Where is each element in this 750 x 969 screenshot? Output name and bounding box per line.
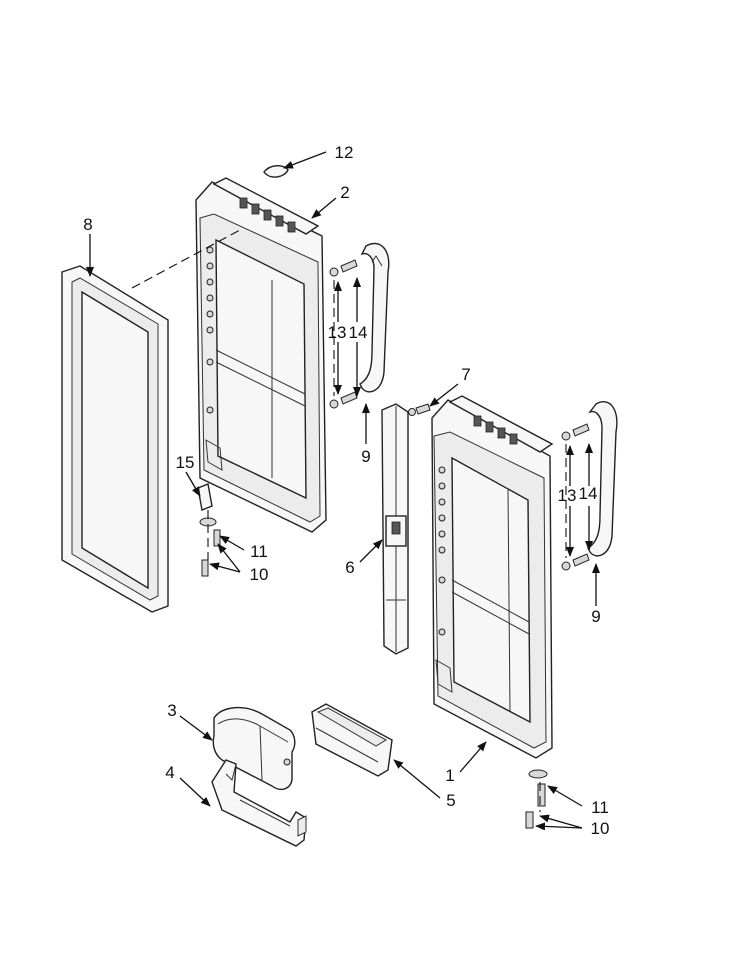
callout-5: 5 bbox=[446, 791, 455, 810]
top-cap bbox=[263, 165, 289, 178]
callout-13-left: 13 bbox=[328, 323, 347, 342]
callout-9-right: 9 bbox=[591, 607, 600, 626]
callout-1: 1 bbox=[445, 766, 454, 785]
alignment-lines bbox=[131, 229, 567, 812]
callout-6: 6 bbox=[345, 558, 354, 577]
bin-bracket bbox=[211, 759, 307, 847]
callout-7: 7 bbox=[461, 365, 470, 384]
callout-8: 8 bbox=[83, 215, 92, 234]
center-mullion bbox=[381, 403, 409, 655]
door-gasket bbox=[61, 265, 169, 613]
callout-2: 2 bbox=[340, 183, 349, 202]
callout-15: 15 bbox=[176, 453, 195, 472]
left-hinge-hardware bbox=[197, 483, 221, 577]
left-door-assembly bbox=[195, 177, 327, 533]
callout-11-right: 11 bbox=[591, 798, 609, 817]
callout-labels: 12 2 8 13 14 7 9 15 11 10 6 13 14 9 3 4 … bbox=[83, 143, 609, 838]
callout-12: 12 bbox=[335, 143, 354, 162]
callout-10-left: 10 bbox=[250, 565, 269, 584]
door-bin bbox=[311, 703, 393, 777]
callout-14-right: 14 bbox=[579, 484, 598, 503]
callout-9-left: 9 bbox=[361, 447, 370, 466]
callout-10-right: 10 bbox=[591, 819, 610, 838]
right-door-assembly bbox=[431, 395, 554, 759]
callout-14-left: 14 bbox=[349, 323, 368, 342]
callout-4: 4 bbox=[165, 763, 174, 782]
right-door-handle bbox=[587, 401, 618, 557]
callout-13-right: 13 bbox=[558, 486, 577, 505]
mullion-screw bbox=[408, 403, 431, 416]
leader-arrows bbox=[86, 151, 600, 831]
dispenser-cover bbox=[212, 707, 296, 791]
callout-3: 3 bbox=[167, 701, 176, 720]
callout-11-left: 11 bbox=[250, 542, 268, 561]
right-hinge-hardware bbox=[525, 769, 548, 829]
right-handle-screws bbox=[561, 423, 590, 571]
left-door-handle bbox=[359, 242, 390, 393]
